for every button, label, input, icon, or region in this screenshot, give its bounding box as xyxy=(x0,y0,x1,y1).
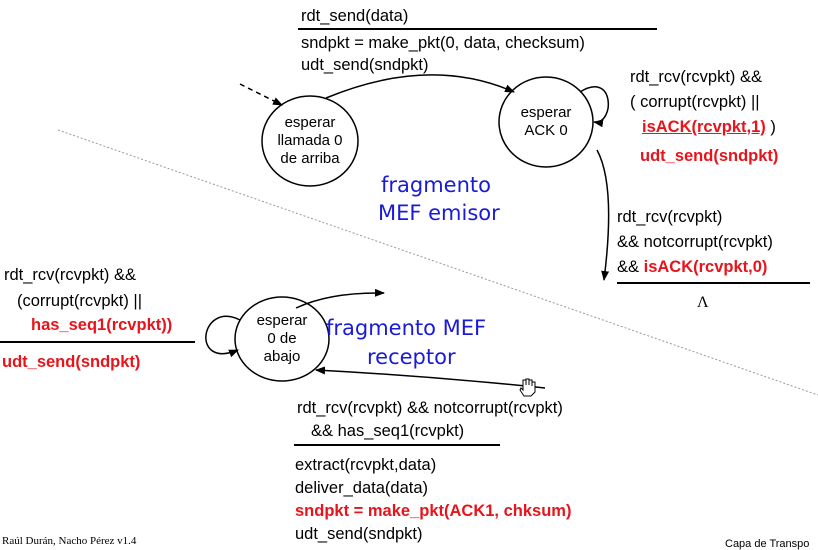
ack0-exit-event: && notcorrupt(rcvpkt) xyxy=(617,233,773,251)
ack0-loop-event-red-line: isACK(rcvpkt,1) ) xyxy=(642,117,776,137)
sender-fragment-label: MEF emisor xyxy=(378,201,500,225)
receiver-loop-event: rdt_rcv(rcvpkt) && xyxy=(4,266,137,284)
ack0-exit-arrow xyxy=(596,149,610,281)
ack0-exit-action-lambda: Λ xyxy=(697,294,709,311)
receiver-bottom-action: udt_send(sndpkt) xyxy=(295,525,423,543)
ack0-loop-event-tail: ) xyxy=(765,118,776,136)
state-esperar-ack-0 xyxy=(498,76,594,168)
ack0-exit-event-red: isACK(rcvpkt,0) xyxy=(643,258,768,276)
receiver-bottom-event: && has_seq1(rcvpkt) xyxy=(311,422,465,440)
receiver-bottom-action: deliver_data(data) xyxy=(295,479,428,497)
receiver-fragment-label: fragmento MEF xyxy=(326,316,487,340)
hand-cursor-icon xyxy=(519,378,536,397)
ack0-exit-event-prefix: && xyxy=(617,258,644,276)
footer-course: Capa de Transpo xyxy=(725,538,810,550)
receiver-loop-event-red: has_seq1(rcvpkt)) xyxy=(31,316,173,334)
receiver-loop-action: udt_send(sndpkt) xyxy=(2,353,141,371)
footer-authors: Raúl Durán, Nacho Pérez v1.4 xyxy=(2,535,137,547)
top-transition-action: udt_send(sndpkt) xyxy=(301,56,429,74)
state-line: de arriba xyxy=(280,150,340,167)
ack0-loop-event-red: isACK(rcvpkt,1) xyxy=(642,118,766,136)
state-line: esperar xyxy=(256,312,308,329)
ack0-loop-action: udt_send(sndpkt) xyxy=(640,147,779,165)
state-esperar-ack-0-label: esperar ACK 0 xyxy=(499,104,593,140)
receiver-bottom-action: extract(rcvpkt,data) xyxy=(295,456,437,474)
receiver-bottom-event: rdt_rcv(rcvpkt) && notcorrupt(rcvpkt) xyxy=(297,399,563,417)
state-line: llamada 0 xyxy=(277,132,343,149)
ack0-self-loop-arrow xyxy=(579,86,610,128)
ack0-exit-event-red-line: && isACK(rcvpkt,0) xyxy=(617,257,767,277)
state-esperar-0-de-abajo xyxy=(234,296,330,382)
state-line: 0 de xyxy=(267,330,297,347)
transition-send-arrow xyxy=(325,74,515,99)
ack0-exit-event: rdt_rcv(rcvpkt) xyxy=(617,208,723,226)
receiver-fragment-label: receptor xyxy=(367,345,456,369)
state-esperar-0-de-abajo-label: esperar 0 de abajo xyxy=(235,312,329,366)
sender-fragment-label: fragmento xyxy=(381,173,491,197)
receiver-bottom-action-red: sndpkt = make_pkt(ACK1, chksum) xyxy=(295,502,572,520)
receiver-loop-event: (corrupt(rcvpkt) || xyxy=(17,292,142,310)
top-transition-event: rdt_send(data) xyxy=(301,7,409,25)
state-line: esperar xyxy=(520,104,572,121)
initial-state-arrow xyxy=(239,83,283,106)
ack0-loop-event: ( corrupt(rcvpkt) || xyxy=(630,93,760,111)
ack0-loop-event: rdt_rcv(rcvpkt) && xyxy=(630,68,763,86)
receiver-outgoing-arrow xyxy=(295,288,385,309)
receiver-self-loop-arrow xyxy=(205,315,241,358)
top-transition-action: sndpkt = make_pkt(0, data, checksum) xyxy=(301,34,585,52)
state-esperar-llamada-0 xyxy=(261,95,359,187)
state-line: ACK 0 xyxy=(524,122,568,139)
state-line: esperar xyxy=(284,114,336,131)
state-esperar-llamada-0-label: esperar llamada 0 de arriba xyxy=(262,114,358,168)
state-line: abajo xyxy=(263,348,301,365)
receiver-incoming-arrow xyxy=(315,366,546,389)
